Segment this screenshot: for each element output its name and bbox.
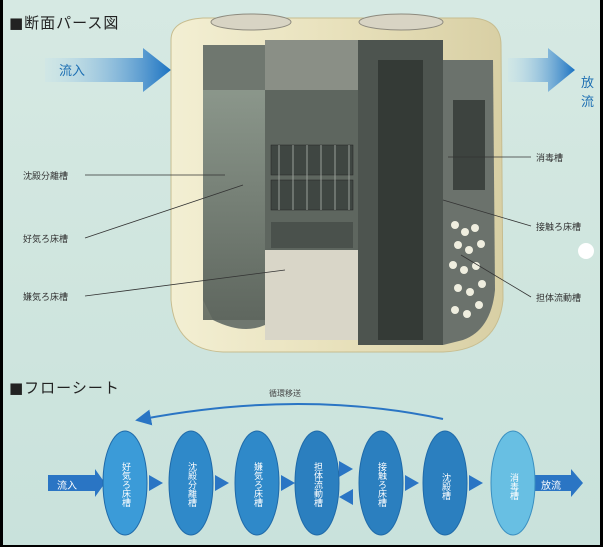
flow-node-6-label: 沈殿槽 (440, 472, 450, 500)
diagram-frame: ■断面パース図 (3, 0, 600, 545)
recirculation-label: 循環移送 (269, 389, 301, 398)
outflow-arrow (508, 48, 575, 92)
section-title-flow-sheet: ■フローシート (9, 379, 120, 397)
manhole-lid-left (210, 13, 292, 31)
label-fluid-media: 担体流動槽 (536, 294, 582, 304)
flow-node-2-label: 沈殿分離槽 (186, 461, 196, 507)
flow-node-7-label: 消毒槽 (508, 472, 518, 500)
tank-illustration (45, 13, 594, 353)
flow-inflow-arrow (48, 469, 105, 497)
label-contact-filter: 接触ろ床槽 (536, 223, 582, 233)
flow-node-6 (422, 430, 468, 536)
label-disinfection: 消毒槽 (536, 154, 564, 164)
flow-node-2 (168, 430, 214, 536)
contact-media (449, 221, 486, 318)
indicator-dot (578, 243, 594, 259)
flow-node-4-label: 担体流動槽 (312, 461, 322, 507)
manhole-lid-right (358, 13, 444, 31)
flow-node-4 (294, 430, 340, 536)
flow-sheet (48, 403, 583, 536)
flow-node-5 (358, 430, 404, 536)
label-anaerobic-filter: 嫌気ろ床槽 (23, 293, 69, 303)
recirculation-arc (135, 403, 444, 426)
inflow-arrow (45, 48, 171, 92)
section-title-cross-section: ■断面パース図 (9, 14, 120, 32)
flow-node-1 (102, 430, 148, 536)
flow-node-3-label: 嫌気ろ床槽 (252, 461, 262, 507)
flow-node-3 (234, 430, 280, 536)
label-sedimentation-separation: 沈殿分離槽 (23, 172, 69, 182)
flow-start-label: 流入 (57, 481, 77, 492)
flow-end-label: 放流 (541, 481, 561, 492)
flow-node-5-label: 接触ろ床槽 (376, 461, 386, 507)
inflow-label: 流入 (59, 64, 86, 79)
flow-node-7 (490, 430, 536, 536)
flow-outflow-arrow (533, 469, 583, 497)
filter-media-upper (270, 144, 354, 211)
disinfection-unit (453, 100, 485, 190)
label-aerobic-filter: 好気ろ床槽 (23, 235, 69, 245)
filter-media-lower (271, 222, 353, 248)
outflow-label: 放流 (581, 76, 595, 110)
flow-node-1-label: 好気ろ床槽 (120, 461, 130, 507)
